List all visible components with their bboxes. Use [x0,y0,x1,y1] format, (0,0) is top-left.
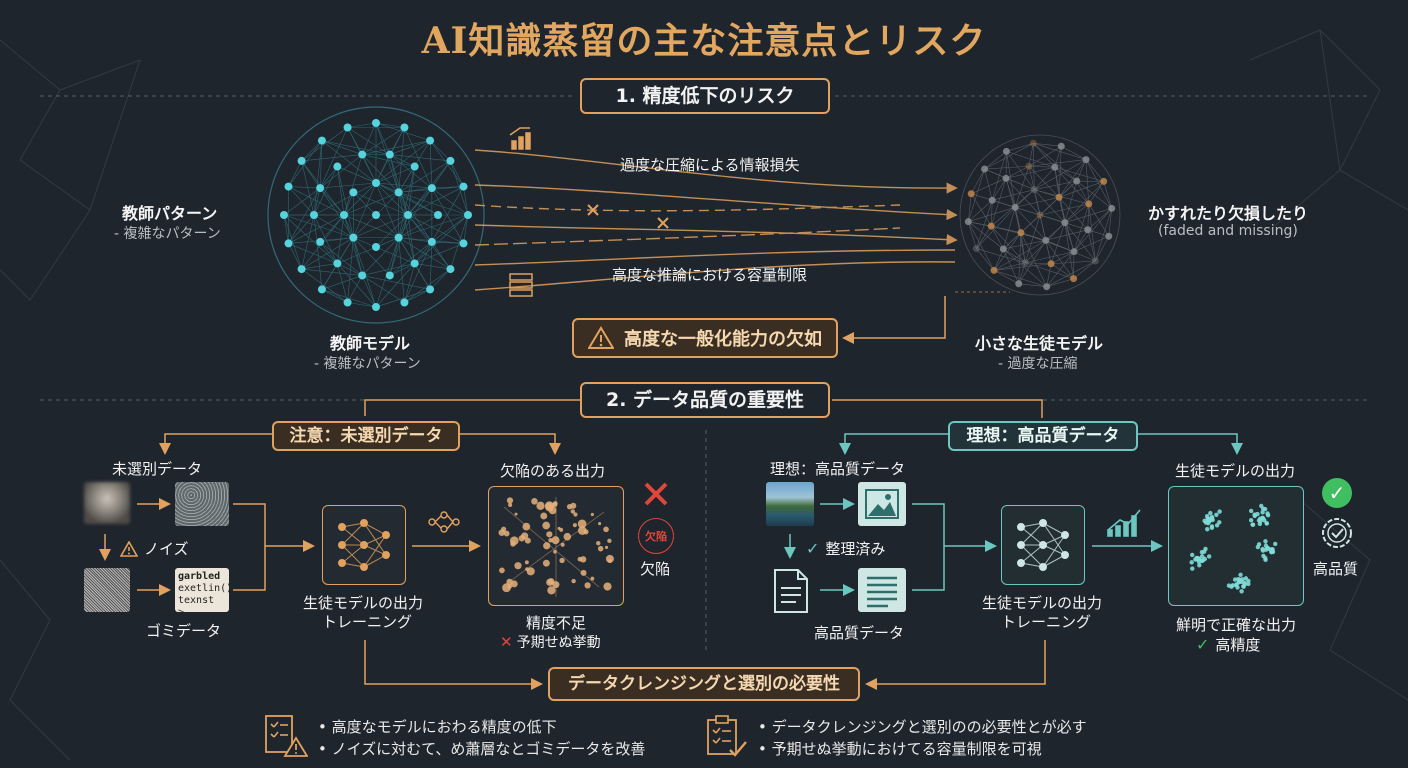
raw-data-label: 未選別データ [112,460,203,478]
ideal-data-label: 理想：高品質データ [770,460,906,478]
right-training-label-1: 生徒モデルの出力 [982,594,1103,612]
text-lines-icon [867,576,897,608]
image-icon [865,489,899,519]
noise-image-thumb [175,482,229,526]
warning-icon [120,540,138,557]
quality-seal-icon [1322,518,1352,548]
check-icon: ✓ [1196,635,1210,654]
cleansing-box: データクレンジングと選別の必要性 [548,667,860,701]
noise-label: ノイズ [144,540,189,558]
garbled-line: exetlin() [178,583,233,594]
flow-top-label: 過度な圧縮による情報損失 [620,156,800,174]
blurred-image-thumb [84,482,130,524]
left-training-node [322,505,406,585]
right-training-label-2: トレーニング [1001,613,1092,631]
teacher-pattern-label: 教師パターン [122,204,218,223]
teacher-network [267,106,485,324]
left-header: 注意：未選別データ [272,421,460,451]
nodes-icon [428,511,460,533]
student-model-label: 小さな生徒モデル [975,334,1104,353]
accuracy-shortfall-label: 精度不足 [526,614,587,632]
garbled-line: garbled [178,571,221,582]
teacher-model-label: 教師モデル [330,334,411,353]
server-icon [509,273,533,297]
neural-net-icon [1017,519,1069,571]
generalization-warning-text: 高度な一般化能力の欠如 [624,329,822,350]
right-to-cleansing [865,640,1046,690]
bullet-text: ノイズに対むて、め蕭層なとゴミデータを改善 [331,740,646,758]
unexpected-behavior-label: 予期せぬ挙動 [516,635,601,651]
bullet-left-1: • 高度なモデルにおわる精度の低下 [318,718,557,736]
error-x-icon [644,482,668,506]
neural-net-icon [338,519,390,571]
image-icon-tile [858,482,906,526]
page-title: AI知識蒸留の主な注意点とリスク [421,20,987,62]
student-model-sub: - 過度な圧縮 [998,356,1078,372]
garbage-data-label: ゴミデータ [146,622,222,640]
defect-label: 欠陥 [640,560,671,578]
high-quality-label: 高品質 [1313,560,1359,578]
teacher-pattern-sub: - 複雑なパターン [114,226,221,242]
warning-connector [842,296,946,344]
organized-label-row: ✓ 整理済み [806,538,885,559]
garbled-text-thumb: garbled exetlin() texnst > [175,568,233,618]
bar-chart-icon [509,127,531,150]
faded-label: かすれたり欠損したり [1148,204,1309,223]
text-doc-tile [858,568,906,612]
bullet-text: 高度なモデルにおわる精度の低下 [331,718,557,736]
garbled-line: texnst > [178,595,215,618]
left-training-label-1: 生徒モデルの出力 [303,594,424,612]
bullet-text: データクレンジングと選別のの必要性とが必す [771,718,1087,736]
unexpected-behavior-row: ✕ 予期せぬ挙動 [500,632,601,652]
flow-bottom-label: 高度な推論における容量制限 [612,266,808,284]
left-training-label-2: トレーニング [322,613,413,631]
static-noise-thumb [84,568,130,612]
background-network [0,29,1408,761]
bullet-text: 予期せぬ挙動におけてる容量制限を可視 [771,740,1042,758]
scattered-output-plot [498,497,614,597]
document-icon [774,569,808,613]
bullet-right-2: • 予期せぬ挙動におけてる容量制限を可視 [758,740,1042,758]
clipboard-check-icon [707,715,747,757]
loss-x-marks [587,204,669,229]
high-accuracy-row: ✓ 高精度 [1196,634,1260,655]
clear-output-panel [1168,486,1304,606]
bullet-left-2: • ノイズに対むて、め蕭層なとゴミデータを改善 [318,740,646,758]
defective-output-panel [488,486,624,606]
hq-data-label: 高品質データ [814,624,905,642]
right-header: 理想：高品質データ [948,421,1138,451]
noise-label-row: ノイズ [120,538,189,559]
teacher-model-sub: - 複雑なパターン [314,356,421,372]
defect-badge: 欠陥 [638,518,674,554]
student-output-label: 生徒モデルの出力 [1175,462,1296,480]
bullet-right-1: • データクレンジングと選別のの必要性とが必す [758,718,1087,736]
landscape-image-thumb [766,482,814,526]
compression-flow [474,149,958,291]
organized-label: 整理済み [825,540,886,558]
warning-icon [588,326,614,349]
right-training-node [1001,505,1085,585]
faded-sub: (faded and missing) [1158,223,1298,239]
success-check-icon: ✓ [1322,478,1352,508]
high-accuracy-label: 高精度 [1215,636,1261,654]
left-flow-lines [99,399,580,690]
x-icon: ✕ [500,633,513,651]
clear-output-label: 鮮明で正確な出力 [1176,616,1297,634]
defective-output-label: 欠陥のある出力 [500,462,606,480]
section1-heading: 1. 精度低下のリスク [580,78,830,114]
section2-heading: 2. データ品質の重要性 [580,382,830,418]
growth-chart-icon [1107,509,1141,537]
check-icon: ✓ [806,539,820,558]
checklist-warning-icon [265,715,308,757]
right-flow-lines [784,433,1243,596]
student-network [959,134,1121,296]
generalization-warning: 高度な一般化能力の欠如 [572,318,838,358]
clustered-output-plot [1189,503,1278,594]
